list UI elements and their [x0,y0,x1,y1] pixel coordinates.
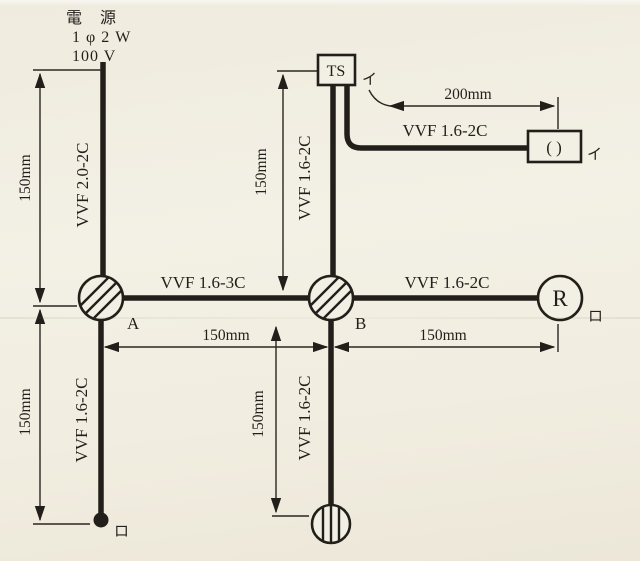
paper-crease [0,317,640,319]
dim-label-b-to-r: 150mm [419,327,466,344]
dim-label-ts-to-box: 200mm [444,86,491,103]
dim-label-b-drop: 150mm [250,390,267,437]
ceiling-rose-symbol [310,503,352,545]
lamp-receptacle-circle [536,274,584,322]
source-phase: 1 φ 2 W [72,29,131,46]
cable-label-ts-to-box: VVF 1.6-2C [402,121,487,140]
dim-leader-to-ts [368,89,391,107]
junction-b-letter: B [355,314,366,333]
cable-label-a-to-b: VVF 1.6-3C [160,273,245,292]
lamp-receptacle-label: R [552,286,568,311]
mark-lamp: ロ [588,309,603,325]
blank-device-rect [526,129,583,164]
ceiling-rose-stripes [321,506,341,542]
dim-label-a-drop: 150mm [17,388,34,435]
junction-box-a [77,274,125,322]
mark-box: イ [587,147,602,163]
dim-label-source-to-a: 150mm [17,154,34,201]
blank-device-box: ( ) [526,129,583,164]
mark-ts: イ [362,72,377,88]
cable-label-b-to-r: VVF 1.6-2C [404,273,489,292]
cable-ts-to-box [344,85,528,151]
timer-switch-rect [316,53,357,87]
wire-end-dot [93,512,109,528]
scan-edge [0,0,640,6]
timer-switch-label: TS [327,63,346,80]
cable-label-b-drop: VVF 1.6-2C [295,375,314,460]
lamp-receptacle: R [536,274,584,322]
junction-a-letter: A [127,314,140,333]
dim-label-ts-riser: 150mm [253,148,270,195]
cable-label-a-drop: VVF 1.6-2C [72,377,91,462]
blank-device-label: ( ) [546,138,562,157]
cable-label-source-feed: VVF 2.0-2C [73,142,92,227]
mark-drop: ロ [114,524,129,540]
source-name: 電 源 [66,9,117,27]
dim-label-a-to-b: 150mm [202,327,249,344]
source-voltage: 100 V [72,48,116,65]
timer-switch-box: TS [316,53,357,87]
cable-label-b-to-ts: VVF 1.6-2C [295,135,314,220]
